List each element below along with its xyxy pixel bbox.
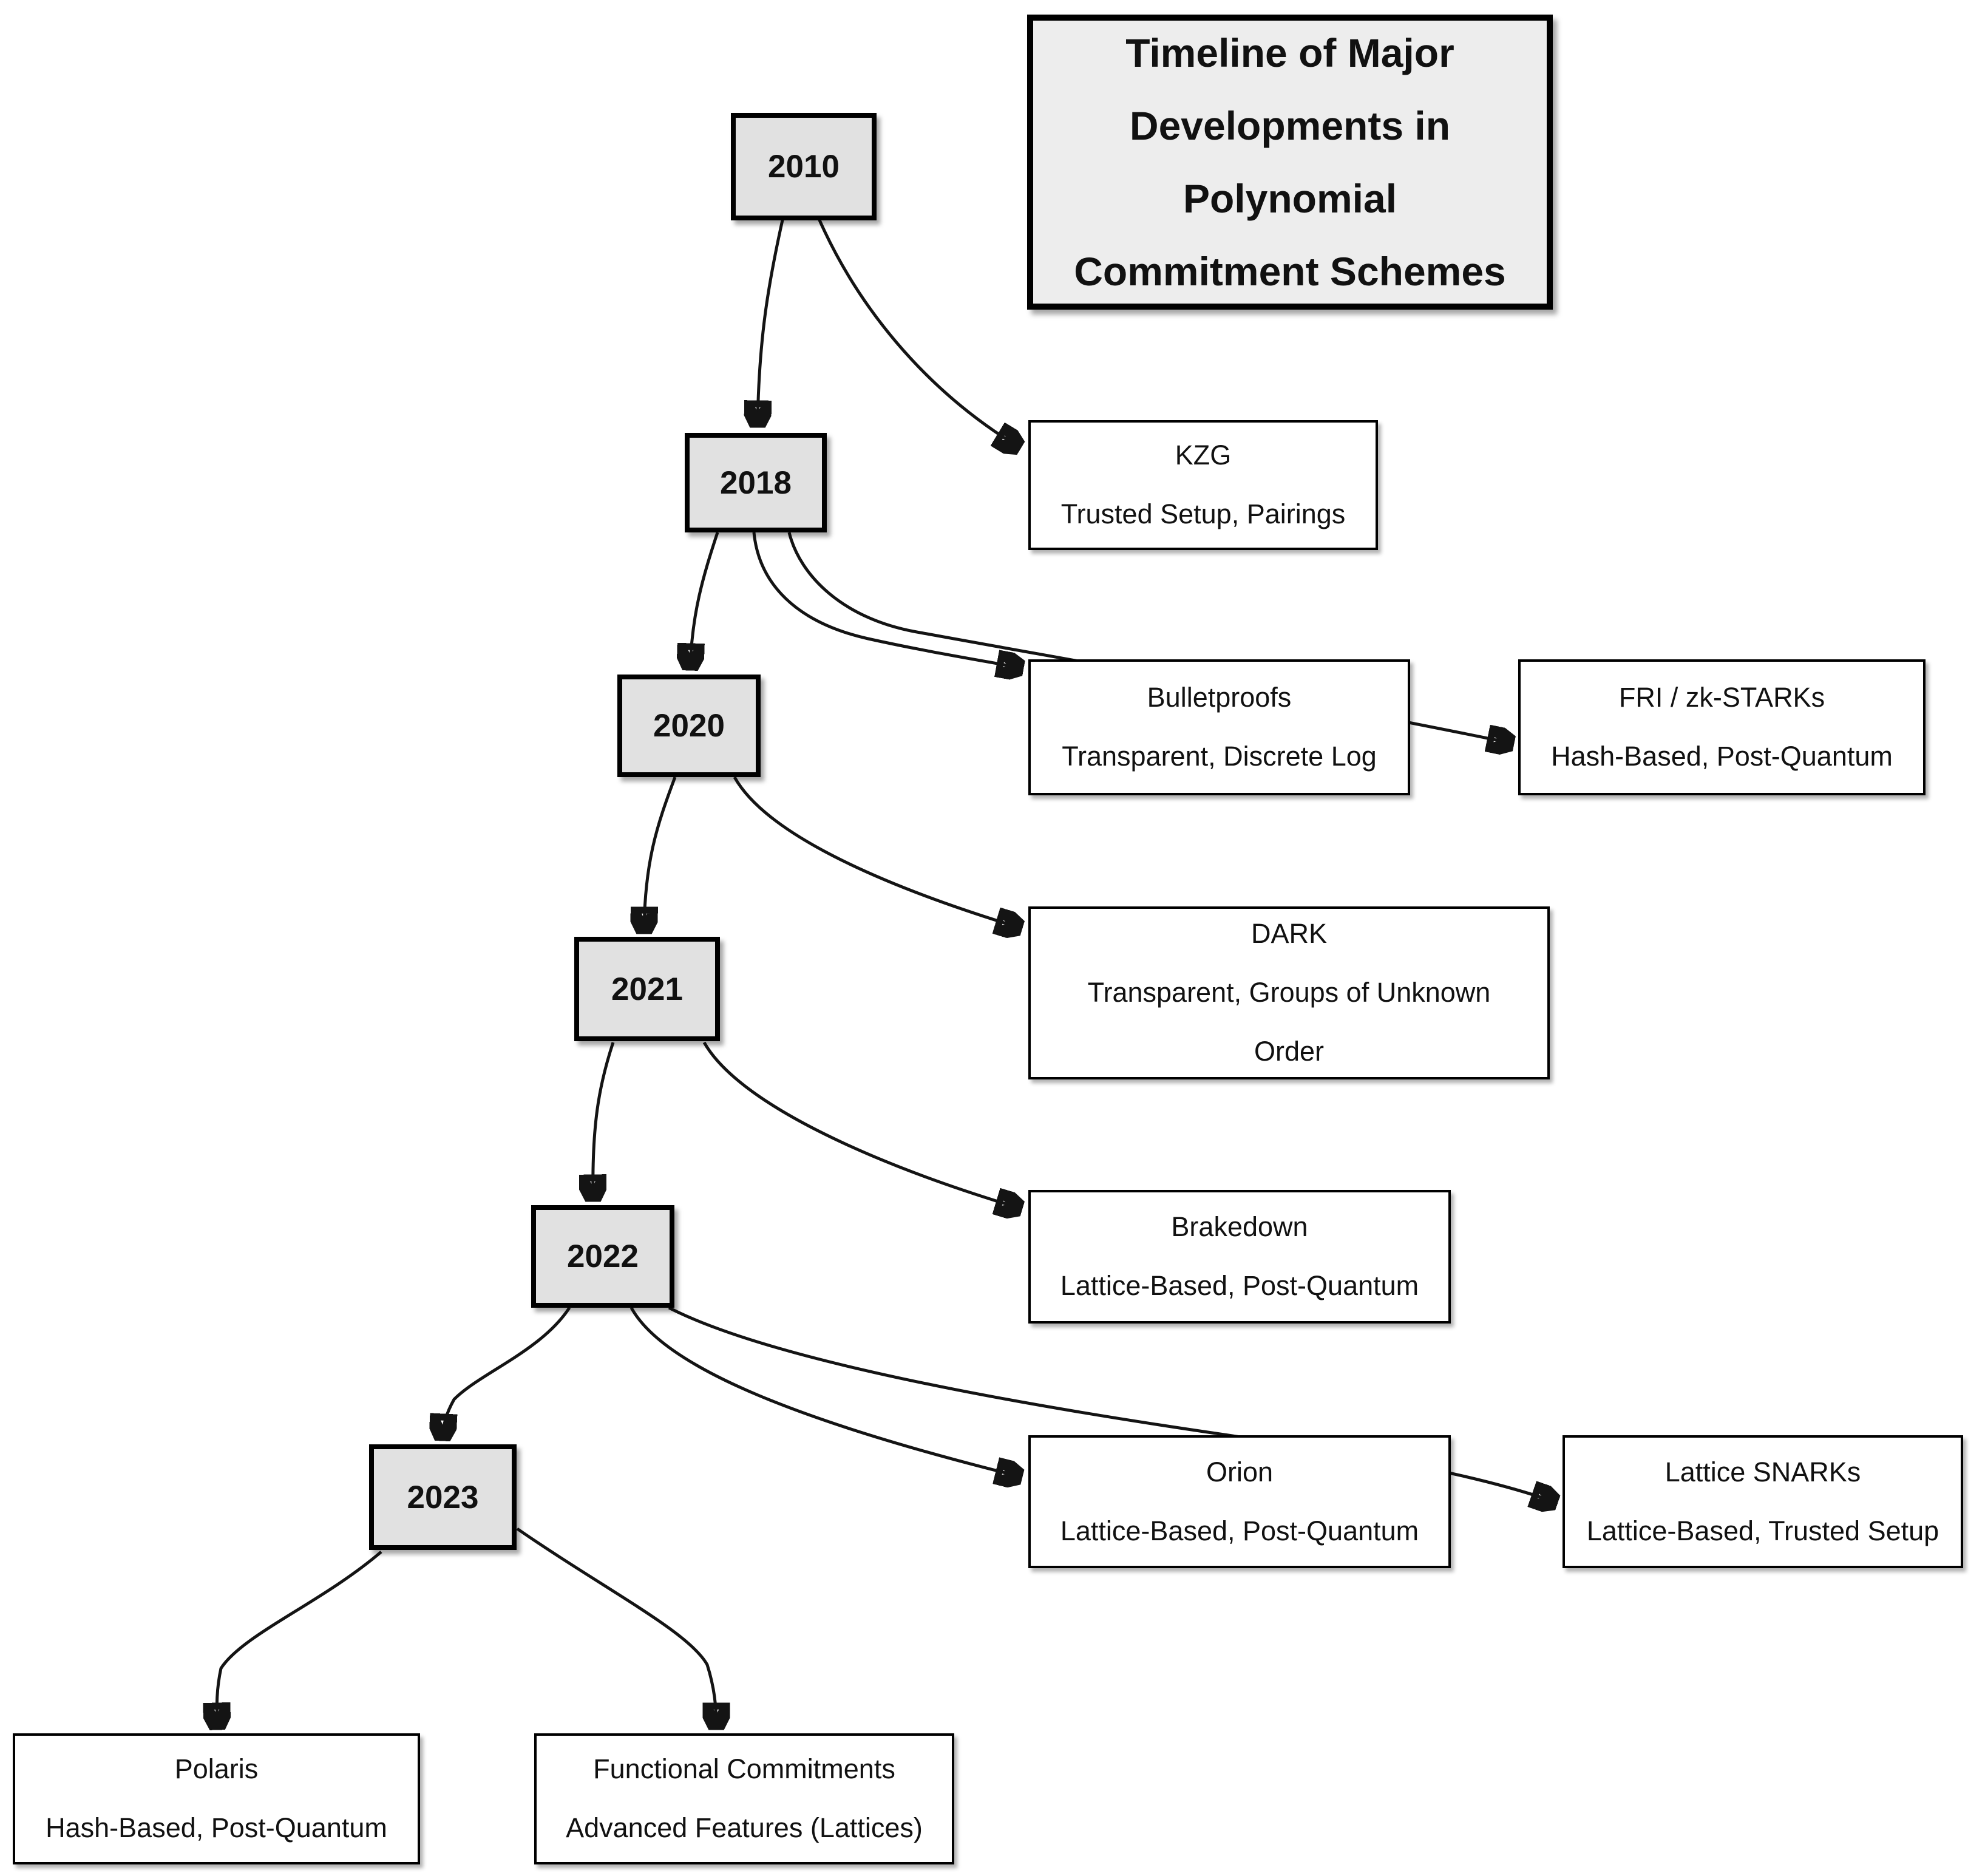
- scheme-node-bulletproofs: Bulletproofs Transparent, Discrete Log: [1028, 659, 1410, 795]
- scheme-detail: Trusted Setup, Pairings: [1060, 498, 1346, 529]
- scheme-detail: Transparent, Discrete Log: [1062, 741, 1377, 772]
- edge-2023-functional-commitments: [516, 1527, 716, 1727]
- edge-2023-polaris: [217, 1551, 382, 1727]
- year-node-2022: 2022: [531, 1205, 674, 1308]
- edge-2020-dark: [733, 776, 1020, 928]
- edge-2021-2022: [593, 1042, 615, 1199]
- scheme-node-brakedown: Brakedown Lattice-Based, Post-Quantum: [1028, 1190, 1451, 1324]
- scheme-name: DARK: [1250, 918, 1328, 950]
- scheme-node-fri-zk-starks: FRI / zk-STARKs Hash-Based, Post-Quantum: [1518, 659, 1926, 795]
- edge-2010-2018: [758, 217, 785, 425]
- scheme-detail: Lattice-Based, Post-Quantum: [1060, 1270, 1419, 1301]
- year-node-2021: 2021: [574, 937, 720, 1041]
- scheme-detail: Lattice-Based, Trusted Setup: [1586, 1515, 1939, 1546]
- edge-2021-brakedown: [702, 1041, 1020, 1208]
- title-line: Commitment Schemes: [1074, 249, 1506, 294]
- scheme-name: Orion: [1206, 1456, 1274, 1487]
- scheme-name: FRI / zk-STARKs: [1618, 682, 1825, 713]
- scheme-detail: Lattice-Based, Post-Quantum: [1060, 1515, 1419, 1546]
- edge-2018-2020: [690, 532, 719, 668]
- scheme-node-functional-commitments: Functional Commitments Advanced Features…: [534, 1733, 954, 1864]
- scheme-detail: Hash-Based, Post-Quantum: [46, 1812, 387, 1843]
- scheme-name: KZG: [1175, 440, 1232, 471]
- year-label: 2021: [611, 971, 683, 1007]
- scheme-name: Bulletproofs: [1147, 682, 1292, 713]
- year-node-2023: 2023: [369, 1444, 517, 1550]
- year-label: 2023: [407, 1479, 479, 1515]
- edge-2018-bulletproofs: [752, 532, 1021, 668]
- edge-2020-2021: [644, 777, 677, 931]
- scheme-node-orion: Orion Lattice-Based, Post-Quantum: [1028, 1435, 1451, 1568]
- scheme-detail: Hash-Based, Post-Quantum: [1551, 741, 1893, 772]
- scheme-node-lattice-snarks: Lattice SNARKs Lattice-Based, Trusted Se…: [1563, 1435, 1963, 1568]
- scheme-detail: Transparent, Groups of Unknown Order: [1087, 977, 1491, 1067]
- title-line: Timeline of Major: [1125, 30, 1454, 75]
- scheme-node-kzg: KZG Trusted Setup, Pairings: [1028, 420, 1378, 550]
- scheme-name: Polaris: [174, 1753, 259, 1785]
- title-line: Developments in: [1129, 103, 1451, 148]
- scheme-name: Functional Commitments: [593, 1753, 895, 1785]
- year-node-2010: 2010: [731, 113, 877, 220]
- scheme-name: Brakedown: [1171, 1211, 1308, 1243]
- year-label: 2010: [768, 149, 840, 185]
- scheme-node-polaris: Polaris Hash-Based, Post-Quantum: [13, 1733, 420, 1864]
- edge-2010-kzg: [816, 216, 1019, 447]
- title-line: Polynomial: [1183, 176, 1397, 221]
- year-label: 2022: [567, 1239, 639, 1274]
- edge-2022-2023: [443, 1307, 571, 1438]
- scheme-detail: Advanced Features (Lattices): [566, 1812, 923, 1843]
- edge-2022-orion: [629, 1307, 1020, 1477]
- year-label: 2018: [720, 464, 792, 501]
- scheme-node-dark: DARK Transparent, Groups of Unknown Orde…: [1028, 906, 1550, 1079]
- scheme-name: Lattice SNARKs: [1664, 1456, 1861, 1487]
- year-node-2018: 2018: [685, 433, 827, 532]
- year-label: 2020: [653, 708, 725, 744]
- edge-2022-lattice-snarks: [668, 1306, 1555, 1502]
- year-node-2020: 2020: [617, 675, 761, 777]
- diagram-title: Timeline of Major Developments in Polyno…: [1027, 15, 1553, 310]
